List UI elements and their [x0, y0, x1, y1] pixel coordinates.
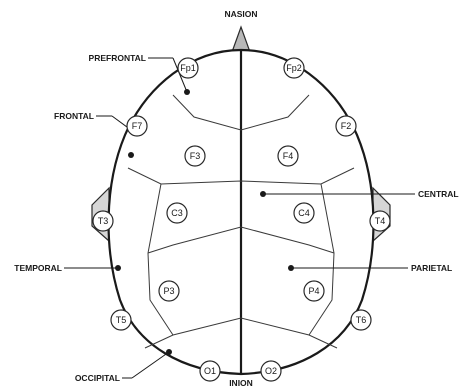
electrode-label: F2	[341, 121, 352, 131]
electrode-label: T5	[116, 315, 127, 325]
label-central: CENTRAL	[418, 189, 459, 199]
label-inion: INION	[229, 378, 253, 388]
electrode-fp1: Fp1	[178, 58, 198, 78]
electrode-fp2: Fp2	[284, 58, 304, 78]
label-parietal: PARIETAL	[411, 263, 452, 273]
electrode-label: Fp2	[286, 63, 302, 73]
electrode-t3: T3	[93, 211, 113, 231]
label-nasion: NASION	[224, 9, 257, 19]
electrode-label: T6	[356, 315, 367, 325]
label-prefrontal: PREFRONTAL	[89, 53, 146, 63]
label-temporal: TEMPORAL	[14, 263, 62, 273]
electrode-o2: O2	[261, 361, 281, 381]
electrode-label: P3	[163, 286, 174, 296]
electrode-label: F3	[190, 151, 201, 161]
nose-shape	[232, 27, 250, 52]
electrode-f4: F4	[278, 146, 298, 166]
electrode-p4: P4	[304, 281, 324, 301]
electrode-c4: C4	[294, 203, 314, 223]
electrode-f3: F3	[185, 146, 205, 166]
electrode-label: P4	[308, 286, 319, 296]
label-occipital: OCCIPITAL	[75, 373, 120, 383]
electrode-f8: F2	[336, 116, 356, 136]
electrode-t6: T6	[351, 310, 371, 330]
electrode-p3: P3	[159, 281, 179, 301]
electrode-c3: C3	[167, 203, 187, 223]
electrode-t4: T4	[370, 211, 390, 231]
electrode-label: Fp1	[180, 63, 196, 73]
electrode-label: O1	[204, 366, 216, 376]
label-frontal: FRONTAL	[54, 111, 94, 121]
electrode-label: C4	[298, 208, 310, 218]
electrode-label: T4	[375, 216, 386, 226]
electrode-t5: T5	[111, 310, 131, 330]
electrode-f7: F7	[127, 116, 147, 136]
electrode-label: C3	[171, 208, 183, 218]
electrode-label: F4	[283, 151, 294, 161]
electrode-label: F7	[132, 121, 143, 131]
electrode-label: O2	[265, 366, 277, 376]
electrode-label: T3	[98, 216, 109, 226]
electrode-o1: O1	[200, 361, 220, 381]
